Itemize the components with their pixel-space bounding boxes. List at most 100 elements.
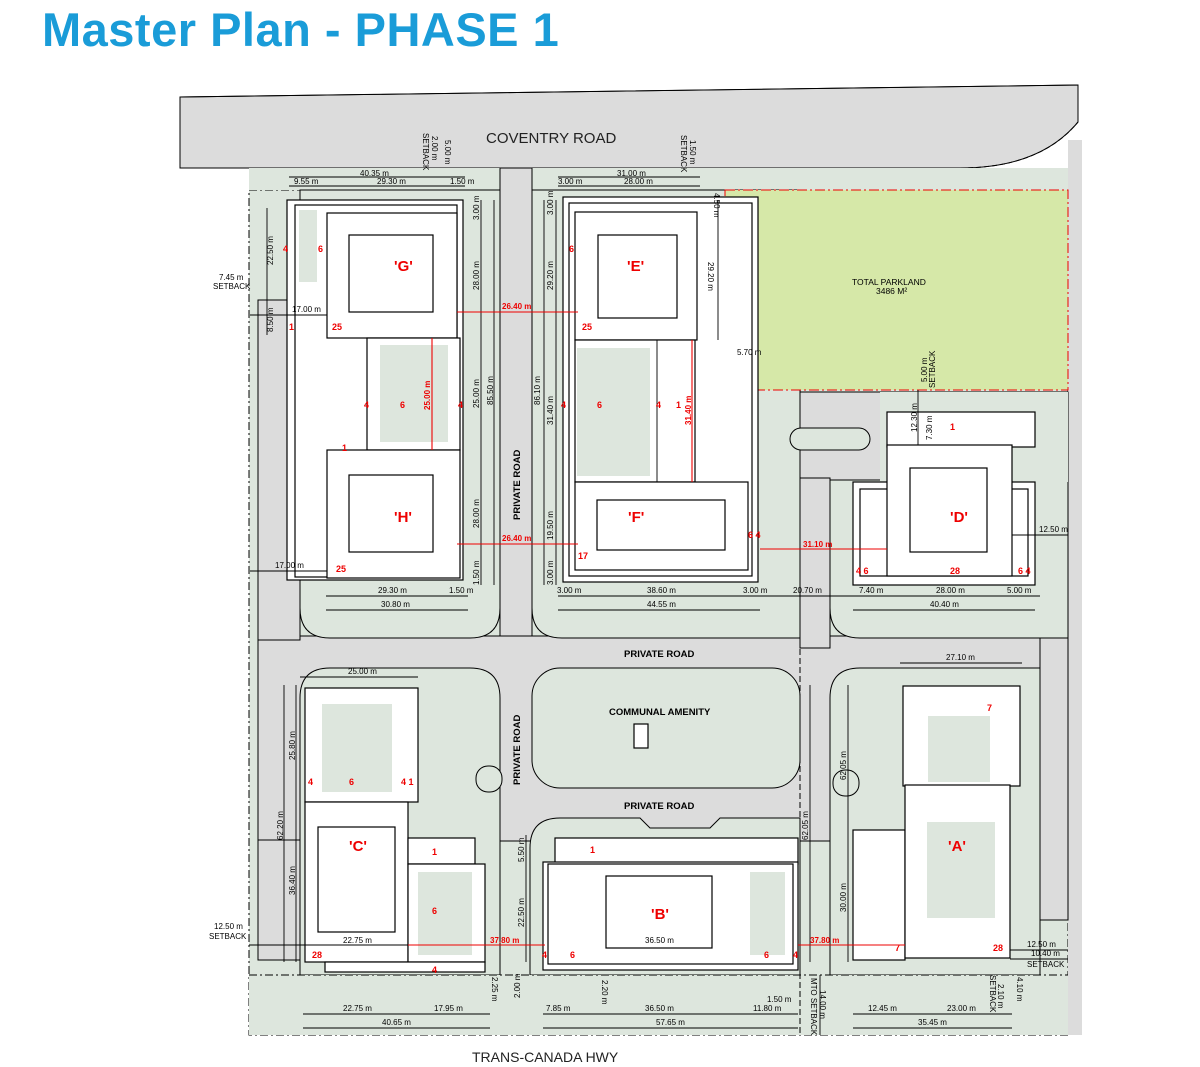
unit-count: 28 xyxy=(950,566,960,576)
communal-amenity-pavilion xyxy=(633,723,649,749)
unit-counts: 4 6 1 25 4 6 4 1 25 6 25 4 6 4 1 17 6 4 … xyxy=(283,244,1031,975)
unit-count: 4 xyxy=(542,950,547,960)
dim: 12.50 m xyxy=(1039,525,1068,534)
dim: 12.50 m xyxy=(214,922,243,931)
dim: 3.00 m xyxy=(558,177,583,186)
unit-count: 25 xyxy=(336,564,346,574)
unit-count: 1 xyxy=(289,322,294,332)
dim: 5.70 m xyxy=(737,348,762,357)
unit-count: 6 xyxy=(569,244,574,254)
parkland xyxy=(724,189,1069,391)
dim: 25.80 m xyxy=(288,731,297,760)
dim: 29.20 m xyxy=(706,262,715,291)
dim: 28.00 m xyxy=(472,499,481,528)
building-label-g: 'G' xyxy=(394,258,413,275)
dim: 28.00 m xyxy=(936,586,965,595)
unit-count: 4 xyxy=(283,244,288,254)
communal-amenity-label: COMMUNAL AMENITY xyxy=(609,707,711,718)
dim: 2.00 m xyxy=(513,973,522,998)
dim: 3.00 m xyxy=(546,560,555,585)
private-road-vertical xyxy=(499,167,533,649)
dim: 25.00 m xyxy=(472,379,481,408)
separation-dim: 31.40 m xyxy=(684,396,693,425)
unit-count: 1 xyxy=(342,443,347,453)
dim: 1.50 m xyxy=(449,586,474,595)
separation-lines xyxy=(408,311,905,946)
dim: 14.00 m xyxy=(818,990,827,1019)
setback-label: SETBACK xyxy=(988,975,997,1013)
unit-count: 4 xyxy=(656,400,661,410)
dim: 3.00 m xyxy=(472,195,481,220)
dim: 12.45 m xyxy=(868,1004,897,1013)
separation-dim: 26.40 m xyxy=(502,534,531,543)
dim: 17.00 m xyxy=(275,561,304,570)
unit-count: 6 4 xyxy=(748,530,761,540)
unit-count: 6 4 xyxy=(1018,566,1031,576)
private-road-label: PRIVATE ROAD xyxy=(512,714,523,785)
dim: 30.00 m xyxy=(839,883,848,912)
dim: 5.00 m xyxy=(920,357,929,382)
unit-count: 17 xyxy=(578,551,588,561)
dim: 40.65 m xyxy=(382,1018,411,1027)
dim: 7.40 m xyxy=(859,586,884,595)
dim: 1.50 m xyxy=(688,140,697,165)
dim: 44.55 m xyxy=(647,600,676,609)
dim: 7.85 m xyxy=(546,1004,571,1013)
dim: 29.20 m xyxy=(546,261,555,290)
dim: 40.35 m xyxy=(360,169,389,178)
dim: 2.20 m xyxy=(600,980,609,1005)
building-label-a: 'A' xyxy=(948,838,966,855)
dim: 36.40 m xyxy=(288,866,297,895)
dim: 11.80 m xyxy=(753,1004,782,1013)
dim: 38.60 m xyxy=(647,586,676,595)
dim: 2.10 m xyxy=(996,984,1005,1009)
dim: 5.00 m xyxy=(443,140,452,165)
unit-count: 6 xyxy=(432,906,437,916)
private-road-label: PRIVATE ROAD xyxy=(624,801,695,812)
setback-label: SETBACK xyxy=(679,135,688,173)
dim: 23.00 m xyxy=(947,1004,976,1013)
dimension-lines xyxy=(249,176,1068,1035)
dim: 4.10 m xyxy=(1015,977,1024,1002)
dim: 28.00 m xyxy=(624,177,653,186)
unit-count: 6 xyxy=(349,777,354,787)
separation-dim: 31.10 m xyxy=(803,540,832,549)
unit-count: 4 xyxy=(364,400,369,410)
dim: 4.50 m xyxy=(712,193,721,218)
dim: 3.00 m xyxy=(557,586,582,595)
unit-count: 4 xyxy=(432,965,437,975)
building-label-d: 'D' xyxy=(950,509,968,526)
dim: 62.05 m xyxy=(839,751,848,780)
dim: 62.20 m xyxy=(276,811,285,840)
dim: 28.00 m xyxy=(472,261,481,290)
dim: 17.00 m xyxy=(292,305,321,314)
unit-count: 4 1 xyxy=(401,777,414,787)
dim: 9.55 m xyxy=(294,177,319,186)
dim: 29.30 m xyxy=(377,177,406,186)
coventry-road xyxy=(179,84,1079,169)
unit-count: 7 xyxy=(987,703,992,713)
unit-count: 1 xyxy=(950,422,955,432)
building-label-f: 'F' xyxy=(628,509,644,526)
unit-count: 4 6 xyxy=(856,566,869,576)
dim: 10.40 m xyxy=(1031,949,1060,958)
highway-label: TRANS-CANADA HWY xyxy=(472,1049,619,1065)
communal-amenity-area xyxy=(531,667,801,789)
unit-count: 6 xyxy=(597,400,602,410)
dim: 7.45 m xyxy=(219,273,244,282)
dim: 29.30 m xyxy=(378,586,407,595)
dim: 5.00 m xyxy=(1007,586,1032,595)
dim: 7.30 m xyxy=(925,415,934,440)
dim: 36.50 m xyxy=(645,936,674,945)
unit-count: 6 xyxy=(764,950,769,960)
separation-dim: 26.40 m xyxy=(502,302,531,311)
coventry-road-label: COVENTRY ROAD xyxy=(486,130,616,147)
separation-dim: 37.80 m xyxy=(810,936,839,945)
unit-count: 1 xyxy=(590,845,595,855)
building-label-h: 'H' xyxy=(394,509,412,526)
unit-count: 6 xyxy=(570,950,575,960)
separation-dim: 25.00 m xyxy=(423,381,432,410)
dim: 17.95 m xyxy=(434,1004,463,1013)
dim: 22.50 m xyxy=(517,898,526,927)
private-road-label: PRIVATE ROAD xyxy=(512,449,523,520)
